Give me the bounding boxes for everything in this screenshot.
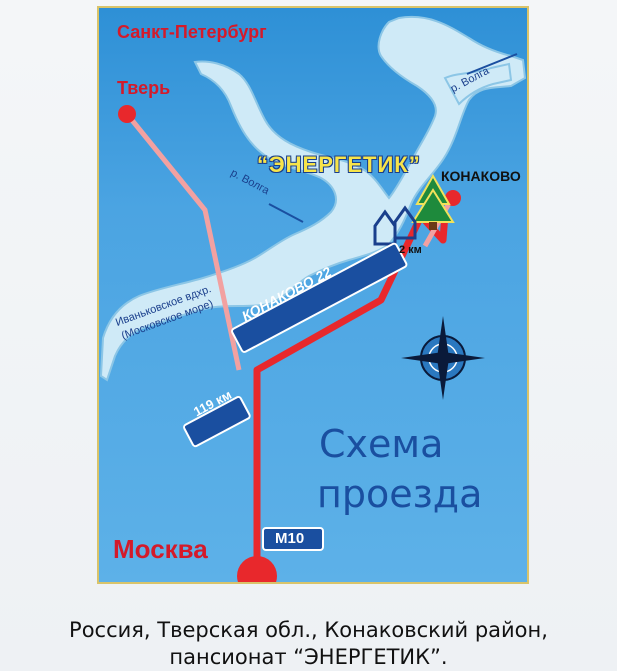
tver-line <box>125 112 242 371</box>
tree-icon <box>411 173 455 230</box>
compass-icon <box>401 316 485 400</box>
volga-reservoir <box>99 15 527 382</box>
moscow-label: Москва <box>113 534 208 564</box>
moscow-dot <box>237 556 277 582</box>
map-frame: Санкт-Петербург Тверь КОНАКОВО “ЭНЕРГЕТИ… <box>97 6 529 584</box>
title-line-2: проезда <box>317 472 483 516</box>
sign-m10 <box>262 527 324 551</box>
caption-line-1: Россия, Тверская обл., Конаковский район… <box>69 618 548 642</box>
caption-line-2: пансионат “ЭНЕРГЕТИК”. <box>169 645 448 669</box>
volga-branch <box>443 62 513 106</box>
title-line-1: Схема <box>319 422 444 466</box>
map-canvas <box>99 15 527 582</box>
sign-konakovo <box>231 242 408 353</box>
tver-label: Тверь <box>117 78 171 98</box>
resort-name: “ЭНЕРГЕТИК” <box>257 152 421 177</box>
konakovo-label: КОНАКОВО <box>441 168 521 184</box>
river-arrow-1 <box>268 203 304 223</box>
distance-label: 2 км <box>399 244 422 256</box>
m10-text: M10 <box>275 530 305 547</box>
spb-label: Санкт-Петербург <box>117 22 267 42</box>
tver-dot <box>118 105 136 123</box>
river-arrow-2 <box>466 53 518 75</box>
house-icon <box>373 205 417 246</box>
sign-119 <box>183 396 251 448</box>
